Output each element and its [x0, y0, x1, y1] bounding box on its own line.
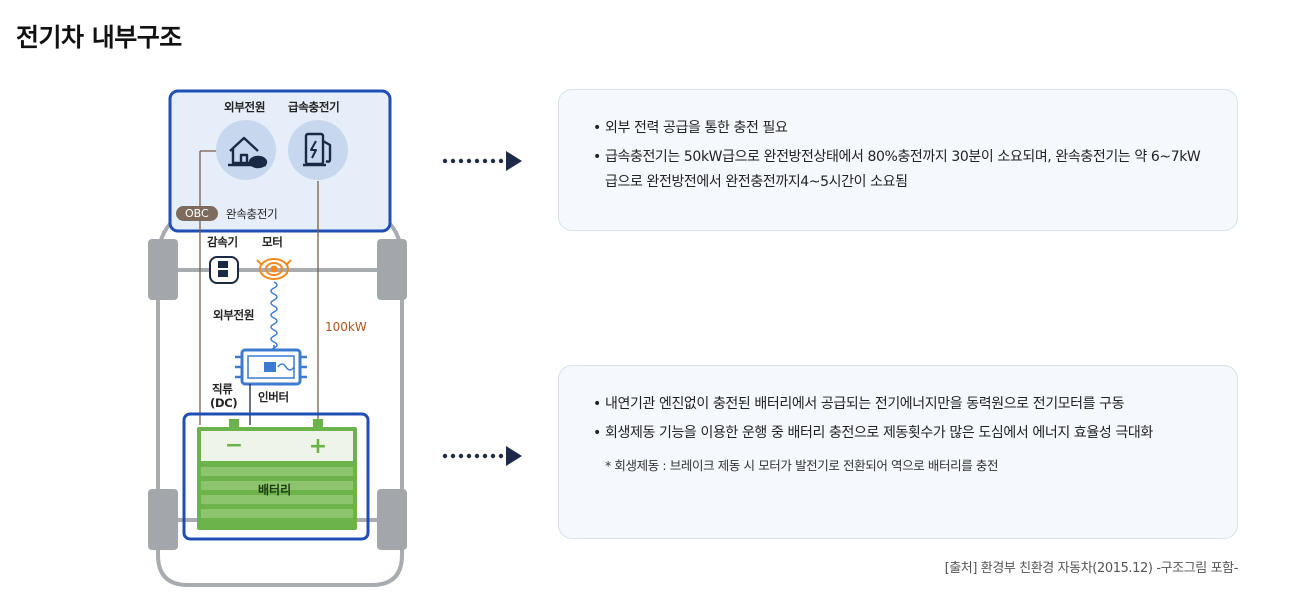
charging-info-list: 외부 전력 공급을 통한 충전 필요 급속충전기는 50kW급으로 완전방전상태… [593, 116, 1209, 195]
list-item: 회생제동 기능을 이용한 운행 중 배터리 충전으로 제동횟수가 많은 도심에서… [593, 421, 1209, 446]
fast-charger-icon-circle [288, 120, 348, 180]
wheel-front-right [377, 239, 407, 300]
driving-info-list: 내연기관 엔진없이 충전된 배터리에서 공급되는 전기에너지만을 동력원으로 전… [593, 392, 1209, 446]
battery-label: 배터리 [258, 483, 292, 497]
external-power-mid-label: 외부전원 [213, 308, 255, 322]
charging-station-icon [303, 132, 332, 167]
source-citation: [출처] 환경부 친환경 자동차(2015.12) -구조그림 포함- [944, 561, 1239, 576]
wheel-front-left [148, 239, 178, 300]
battery-terminal-plus [313, 419, 323, 427]
dc-label-line1: 직류 [212, 382, 233, 396]
fast-charger-label: 급속충전기 [288, 100, 340, 114]
motor-label: 모터 [262, 235, 283, 249]
reducer-label: 감속기 [207, 235, 238, 249]
arrow-to-top-info [442, 151, 522, 171]
dc-label-line2: (DC) [210, 396, 238, 410]
power-100kw-label: 100kW [325, 320, 367, 334]
motor-graphic [256, 258, 292, 280]
external-power-icon-circle [216, 120, 276, 180]
list-item: 내연기관 엔진없이 충전된 배터리에서 공급되는 전기에너지만을 동력원으로 전… [593, 392, 1209, 417]
obc-badge: OBC [176, 206, 218, 221]
battery-terminal-minus [229, 419, 239, 427]
inverter-label: 인버터 [258, 390, 289, 404]
car-diagram-graphic: − + [148, 89, 407, 587]
battery-plus-sign: + [309, 434, 327, 459]
inverter-graphic [235, 348, 307, 386]
battery-minus-sign: − [225, 433, 243, 458]
reducer-gear-graphic [209, 256, 239, 284]
battery-frame [182, 412, 370, 541]
slow-charger-label: 완속충전기 [226, 207, 278, 221]
ev-structure-diagram: − + 외부전원 급속충전기 OBC 완속충전기 감속기 모터 외부전원 100… [140, 85, 420, 595]
regenerative-braking-footnote: * 회생제동 : 브레이크 제동 시 모터가 발전기로 전환되어 역으로 배터리… [605, 458, 999, 473]
info-box-charging: 외부 전력 공급을 통한 충전 필요 급속충전기는 50kW급으로 완전방전상태… [558, 89, 1238, 231]
list-item: 급속충전기는 50kW급으로 완전방전상태에서 80%충전까지 30분이 소요되… [593, 145, 1209, 195]
list-item: 외부 전력 공급을 통한 충전 필요 [593, 116, 1209, 141]
wheel-rear-right [377, 489, 407, 550]
info-box-driving: 내연기관 엔진없이 충전된 배터리에서 공급되는 전기에너지만을 동력원으로 전… [558, 365, 1238, 539]
arrow-to-bottom-info [442, 446, 522, 466]
page-title: 전기차 내부구조 [16, 23, 182, 52]
external-power-label: 외부전원 [224, 100, 266, 114]
wheel-rear-left [148, 489, 178, 550]
house-plug-icon [228, 136, 268, 169]
